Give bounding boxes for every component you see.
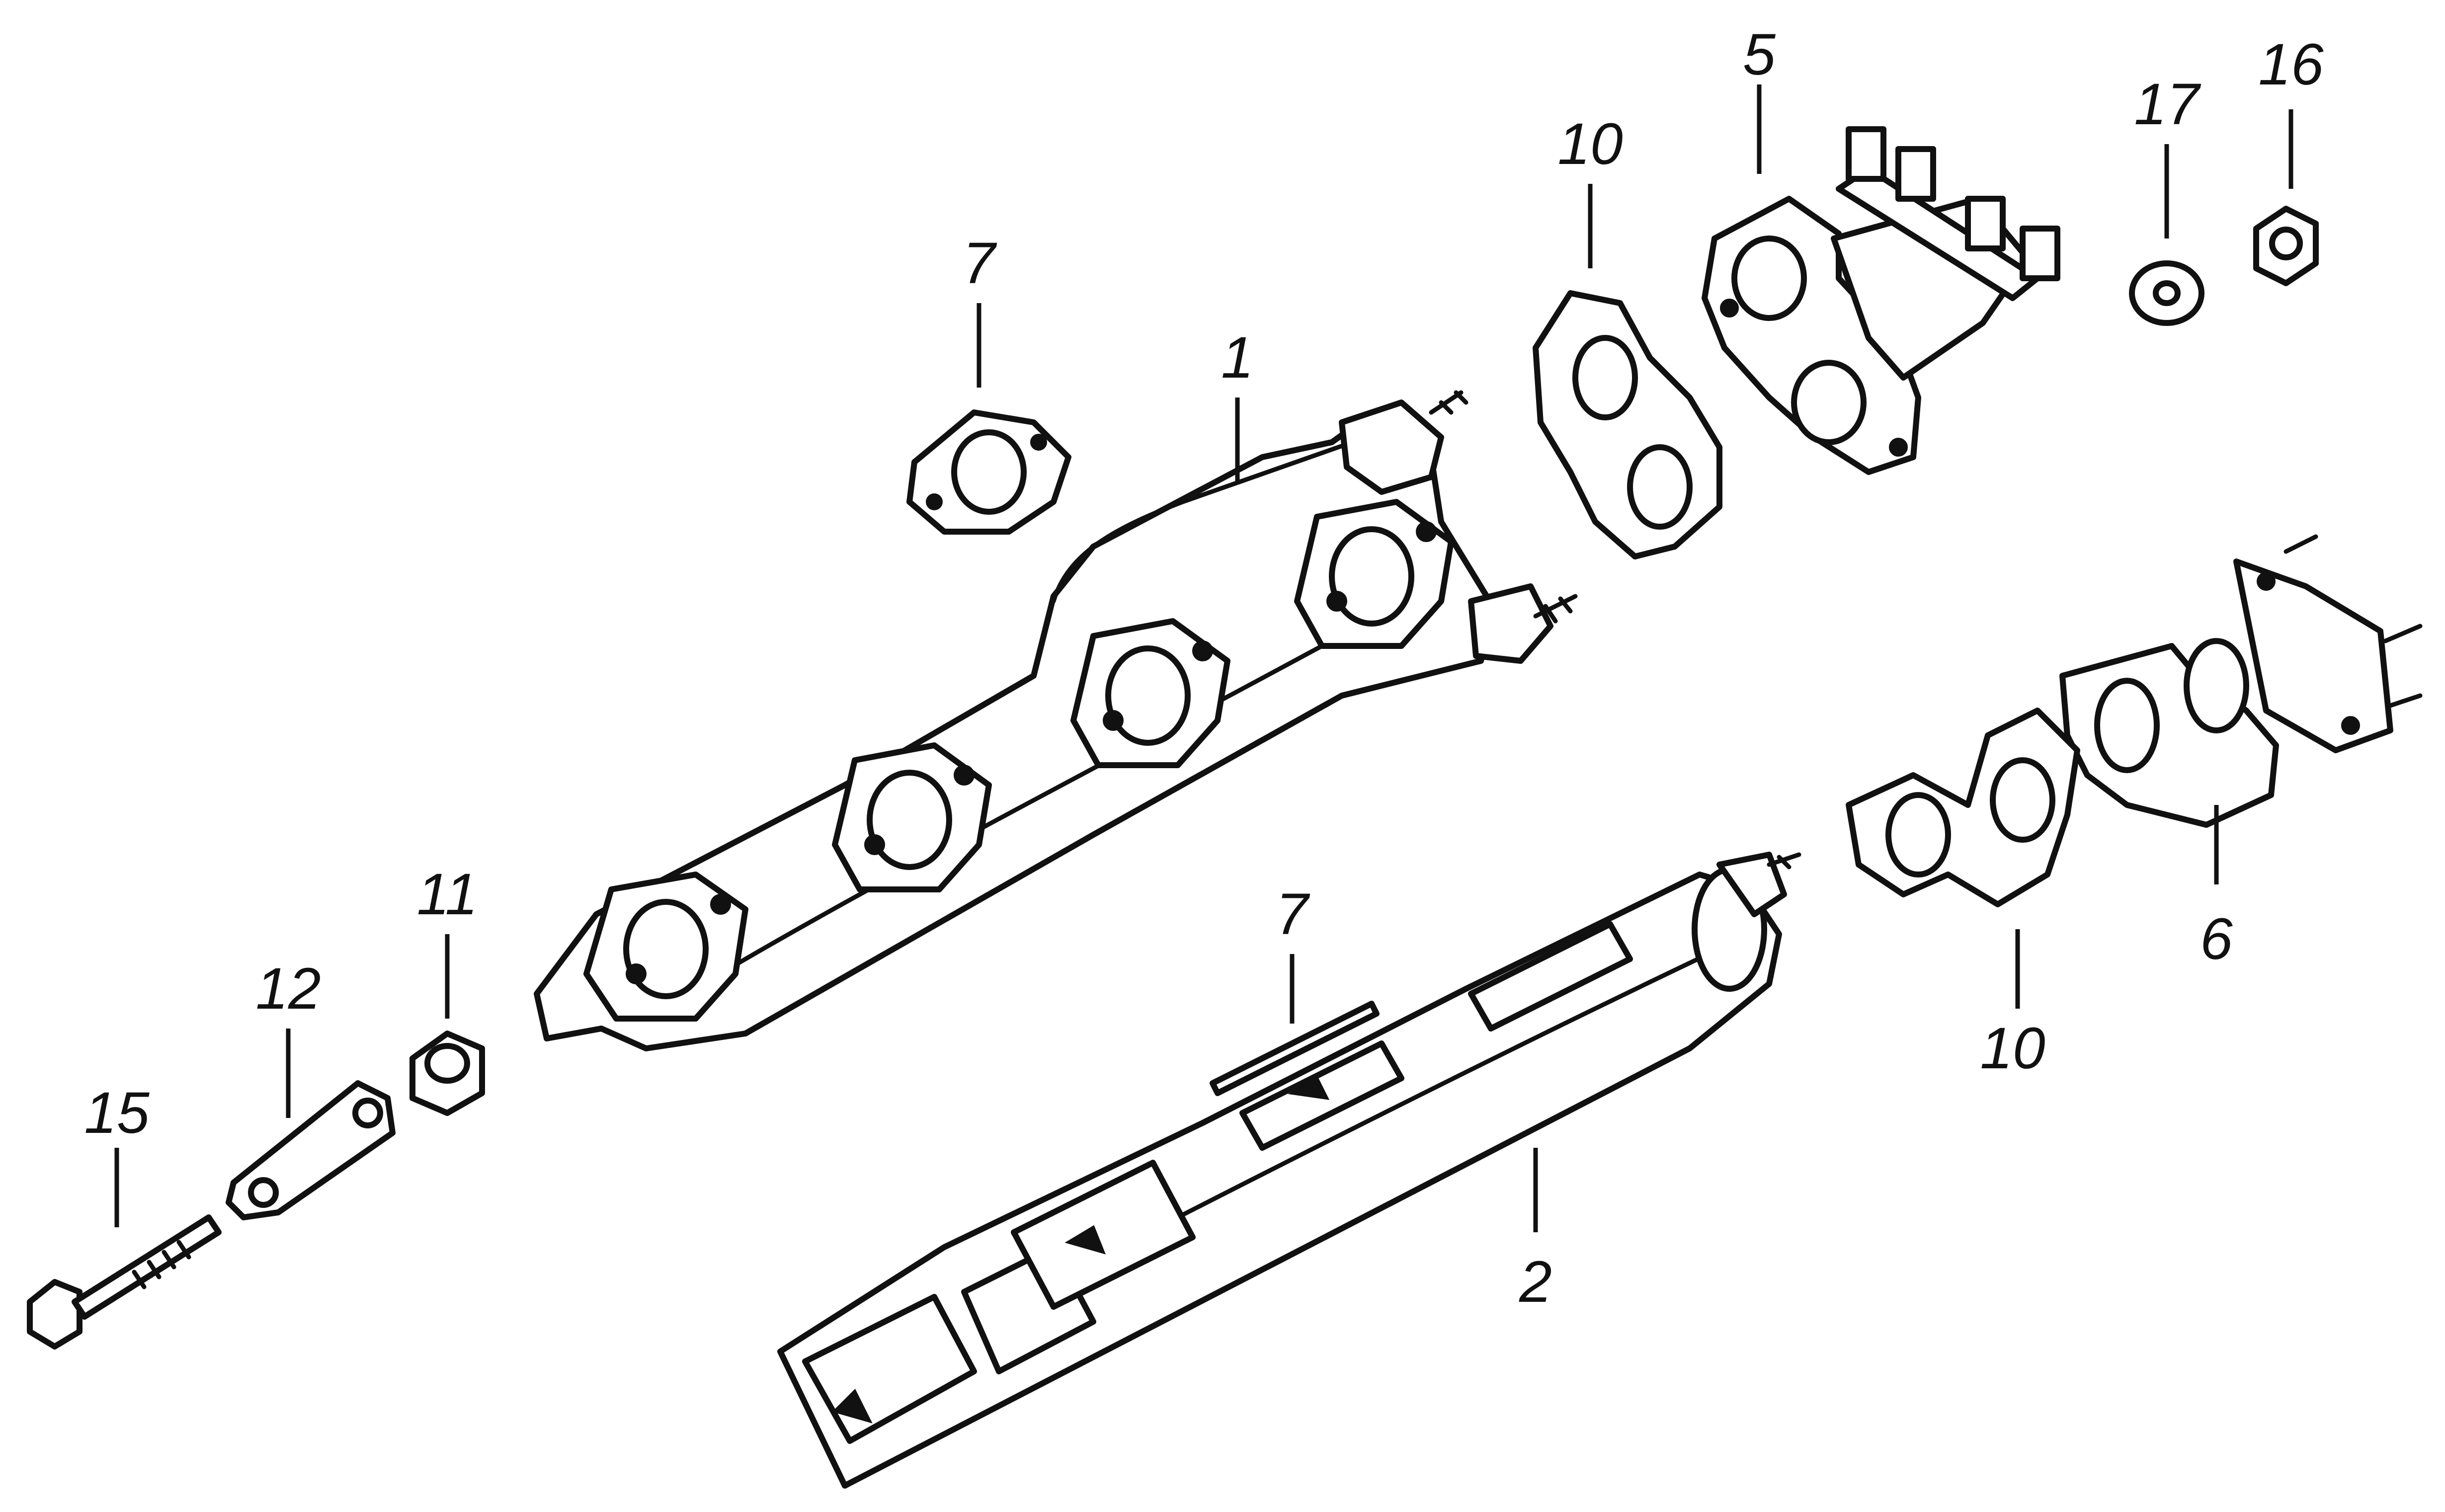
callout-15: 15 <box>84 1080 150 1146</box>
callout-7-lower: 7 <box>1276 881 1310 947</box>
callout-labels: 1 2 5 6 7 7 10 10 11 12 15 16 17 <box>84 22 2324 1315</box>
callout-7-upper: 7 <box>963 231 997 296</box>
part-5-outlet-flange <box>1702 126 2060 475</box>
leader-lines <box>114 84 2293 1232</box>
manifold-flange-1 <box>583 872 748 1022</box>
callout-17: 17 <box>2134 72 2201 137</box>
callout-12: 12 <box>255 956 321 1022</box>
part-17-washer <box>2129 260 2204 326</box>
callout-16: 16 <box>2258 32 2324 97</box>
manifold-flange-4 <box>1294 499 1454 649</box>
manifold-flange-2 <box>832 742 992 892</box>
part-15-bolt <box>27 1214 222 1350</box>
manifold-flange-3 <box>1070 618 1230 768</box>
callout-6: 6 <box>2200 906 2233 972</box>
part-16-nut <box>2253 206 2319 286</box>
part-12-bracket <box>226 1080 396 1220</box>
part-11-spacer <box>409 1031 485 1116</box>
part-7-gasket-lower <box>1210 1001 1380 1096</box>
part-10-gasket-b <box>1846 708 2080 907</box>
callout-1: 1 <box>1221 325 1254 391</box>
part-6-outlet-flange <box>2059 534 2423 828</box>
callout-5: 5 <box>1743 22 1776 87</box>
part-2-exhaust-manifold <box>777 852 1801 1489</box>
callout-10-lower: 10 <box>1980 1016 2045 1081</box>
callout-11: 11 <box>417 862 478 927</box>
part-10-gasket-a <box>1533 290 1722 559</box>
callout-2: 2 <box>1519 1249 1552 1315</box>
callout-10-upper: 10 <box>1557 111 1623 177</box>
part-7-gasket-upper <box>906 409 1071 535</box>
part-1-exhaust-manifold <box>534 390 1578 1051</box>
